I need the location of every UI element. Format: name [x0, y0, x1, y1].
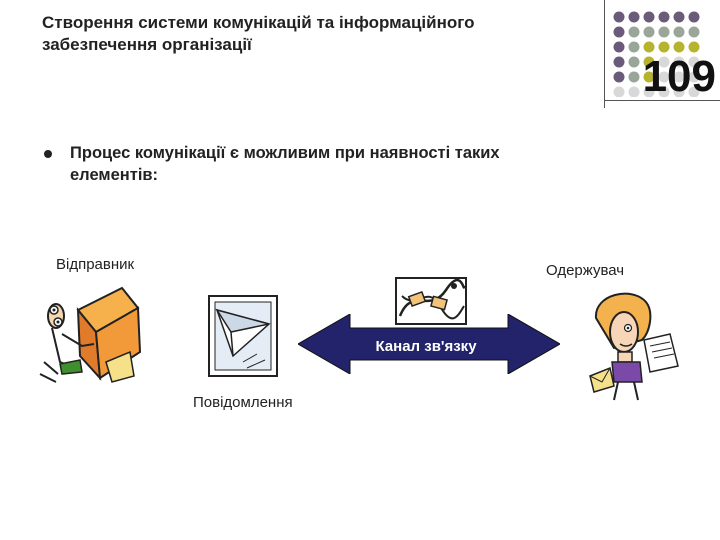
decorative-dot — [628, 86, 640, 97]
channel-label: Канал зв'язку — [375, 338, 477, 355]
slide-number: 109 — [642, 52, 716, 101]
decorative-dot — [658, 56, 670, 68]
decorative-dot — [613, 71, 625, 83]
decorative-dot-grid — [613, 11, 700, 97]
decorative-dot — [658, 41, 670, 53]
decorative-dot — [688, 86, 700, 97]
decorative-dot — [658, 11, 670, 23]
decorative-dot — [613, 11, 625, 23]
sender-person-icon — [39, 286, 142, 383]
decorative-dot — [628, 41, 640, 53]
bullet-text: Процес комунікації є можливим при наявно… — [70, 144, 500, 184]
decorative-dot — [688, 56, 700, 68]
network-cable-icon — [395, 277, 467, 325]
decorative-dot — [643, 71, 655, 83]
decorative-dot — [628, 56, 640, 68]
decorative-dot — [673, 56, 685, 68]
decorative-dot — [673, 41, 685, 53]
sender-label: Відправник — [56, 256, 135, 273]
decorative-dot — [658, 71, 670, 83]
bullet-icon — [44, 150, 52, 158]
decorative-dot — [643, 11, 655, 23]
decorative-dot — [673, 11, 685, 23]
decorative-dot — [658, 26, 670, 38]
decorative-dot — [613, 41, 625, 53]
decorative-dot — [673, 86, 685, 97]
decorative-dot — [643, 56, 655, 68]
decorative-dot — [688, 11, 700, 23]
decorative-dot — [643, 41, 655, 53]
message-label: Повідомлення — [193, 394, 293, 411]
receiver-label: Одержувач — [546, 262, 625, 279]
channel-arrow — [298, 314, 560, 374]
slide-title: Створення системи комунікацій та інформа… — [42, 13, 475, 54]
header-divider-horizontal — [604, 100, 720, 101]
paper-plane-icon — [208, 295, 278, 377]
decorative-dot — [673, 71, 685, 83]
decorative-dot — [688, 26, 700, 38]
decorative-dot — [643, 26, 655, 38]
decorative-dot — [613, 26, 625, 38]
decorative-dot — [613, 56, 625, 68]
header-divider-vertical — [604, 0, 605, 108]
decorative-dot — [658, 86, 670, 97]
decorative-dot — [628, 11, 640, 23]
decorative-dot — [643, 86, 655, 97]
decorative-dot — [688, 71, 700, 83]
decorative-dot — [628, 71, 640, 83]
decorative-dot — [673, 26, 685, 38]
decorative-dot — [613, 86, 625, 97]
receiver-person-icon — [589, 292, 679, 401]
decorative-dot — [688, 41, 700, 53]
decorative-dot — [628, 26, 640, 38]
